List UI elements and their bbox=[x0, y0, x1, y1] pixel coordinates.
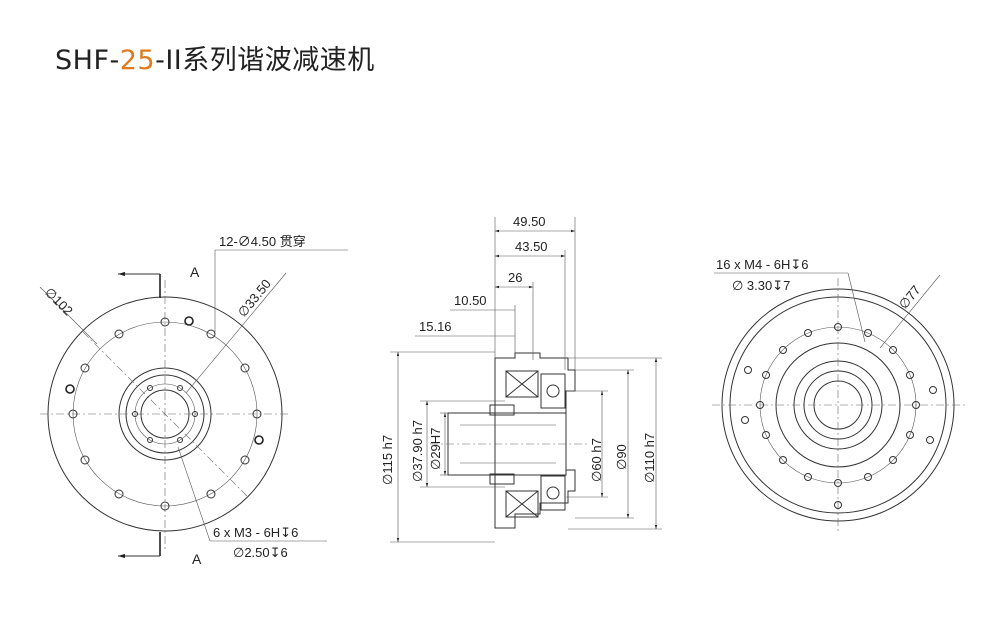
dim-49-50: 49.50 bbox=[513, 214, 546, 229]
inner-hole bbox=[147, 437, 153, 443]
page-title: SHF-25-II系列谐波减速机 bbox=[55, 38, 375, 77]
bolt-hole bbox=[804, 329, 812, 337]
bolt-hole bbox=[80, 455, 90, 465]
bolt-hole bbox=[252, 409, 262, 419]
bolt-hole bbox=[906, 431, 914, 439]
wave-gen-top bbox=[540, 373, 566, 409]
bolt-hole bbox=[206, 329, 216, 339]
label-thread-callout-2: ∅2.50↧6 bbox=[233, 545, 288, 560]
rear-bolt-holes bbox=[741, 323, 937, 509]
inner-hole bbox=[192, 411, 198, 417]
bolt-hole bbox=[834, 479, 842, 487]
leader-diameter bbox=[39, 286, 98, 345]
bolt-hole bbox=[889, 346, 897, 354]
outer-hole bbox=[741, 416, 749, 424]
tapped-hole bbox=[65, 384, 75, 394]
leader-thread bbox=[847, 272, 866, 343]
outer-hole bbox=[834, 501, 842, 509]
bolt-hole bbox=[240, 363, 250, 373]
label-thread-callout-1: 16 x M4 - 6H↧6 bbox=[716, 257, 809, 272]
bolt-hole bbox=[68, 409, 78, 419]
inner-holes bbox=[132, 385, 198, 443]
section-label-top: A bbox=[190, 264, 200, 280]
title-model: SHF- bbox=[55, 45, 120, 76]
bolt-hole bbox=[912, 401, 920, 409]
title-size: 25 bbox=[119, 45, 156, 76]
inner-hole bbox=[177, 385, 183, 391]
right-rear-view: 16 x M4 - 6H↧6 ∅ 3.30↧7 ∅77 bbox=[712, 257, 965, 532]
bolt-hole bbox=[864, 329, 872, 337]
section-label-bottom: A bbox=[192, 551, 202, 567]
outer-hole bbox=[744, 366, 752, 374]
dim-26: 26 bbox=[508, 270, 522, 285]
dim-37-90: ∅37.90 h7 bbox=[410, 420, 425, 482]
left-front-view: A A ∅ bbox=[39, 234, 348, 567]
bolt-hole bbox=[114, 329, 124, 339]
bolt-hole bbox=[114, 489, 124, 499]
inner-hole bbox=[147, 385, 153, 391]
housing-outline bbox=[494, 352, 576, 529]
label-diameter-102: ∅102 bbox=[42, 285, 76, 319]
bolt-hole bbox=[906, 371, 914, 379]
bolt-hole bbox=[779, 346, 787, 354]
roller-bottom bbox=[546, 486, 560, 500]
dim-90: ∅90 bbox=[614, 444, 629, 470]
bolt-hole bbox=[834, 323, 842, 331]
bolt-hole bbox=[889, 456, 897, 464]
outer-bolt-holes bbox=[65, 316, 264, 511]
bearing-top-cross2 bbox=[505, 370, 539, 398]
seal-top bbox=[489, 404, 515, 416]
outer-hole bbox=[926, 436, 934, 444]
section-view: 49.50 43.50 26 10.50 15.16 ∅115 h7 ∅37.9… bbox=[380, 214, 662, 543]
leader-pcd bbox=[879, 274, 941, 349]
dim-115: ∅115 h7 bbox=[380, 435, 395, 485]
bolt-hole bbox=[206, 489, 216, 499]
bore bbox=[813, 380, 863, 430]
inner-hole bbox=[132, 411, 138, 417]
inner-hole bbox=[177, 437, 183, 443]
dim-60: ∅60 h7 bbox=[589, 438, 604, 482]
bolt-hole bbox=[864, 473, 872, 481]
tapped-hole bbox=[254, 435, 264, 445]
bearing-bottom bbox=[505, 490, 539, 518]
label-thread-callout-2: ∅ 3.30↧7 bbox=[732, 278, 790, 293]
bolt-hole bbox=[160, 317, 170, 327]
bearing-top bbox=[505, 370, 539, 398]
title-suffix: -II系列谐波减速机 bbox=[155, 45, 375, 76]
label-pcd-33-50: ∅33.50 bbox=[235, 276, 274, 320]
outer-hole bbox=[929, 386, 937, 394]
bolt-hole bbox=[80, 363, 90, 373]
label-pcd-77: ∅77 bbox=[896, 282, 924, 311]
leader-pcd bbox=[185, 272, 287, 394]
bolt-hole bbox=[779, 456, 787, 464]
bolt-hole bbox=[756, 401, 764, 409]
bolt-hole bbox=[804, 473, 812, 481]
dim-43-50: 43.50 bbox=[515, 239, 548, 254]
wave-gen-bottom bbox=[540, 475, 566, 511]
bolt-hole bbox=[240, 455, 250, 465]
leader-thread bbox=[177, 446, 211, 542]
seal-bottom bbox=[489, 473, 515, 485]
label-hole-callout: 12-∅4.50 贯穿 bbox=[219, 234, 306, 249]
bearing-bottom-cross2 bbox=[505, 490, 539, 518]
roller-top bbox=[546, 384, 560, 398]
dim-110: ∅110 h7 bbox=[642, 433, 657, 483]
bolt-hole bbox=[762, 371, 770, 379]
center-line-diag bbox=[82, 331, 248, 497]
dim-10-50: 10.50 bbox=[454, 293, 487, 308]
dim-29: ∅29H7 bbox=[428, 428, 443, 470]
bolt-hole bbox=[160, 501, 170, 511]
tapped-hole bbox=[184, 316, 194, 326]
dim-15-16: 15.16 bbox=[419, 319, 452, 334]
bolt-hole bbox=[762, 431, 770, 439]
label-thread-callout-1: 6 x M3 - 6H↧6 bbox=[213, 525, 298, 540]
